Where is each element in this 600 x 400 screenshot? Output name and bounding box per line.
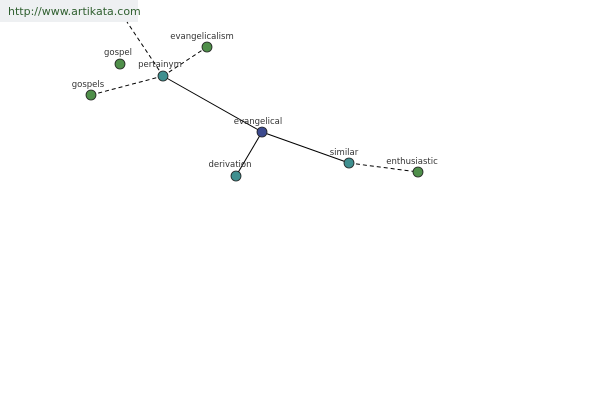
node-label-gospels: gospels <box>72 80 105 90</box>
node-evangelical[interactable]: evangelical <box>234 117 282 138</box>
node-enthusiastic[interactable]: enthusiastic <box>386 157 438 178</box>
edge-similar-enthusiastic <box>348 162 419 173</box>
node-marker-derivation[interactable] <box>230 170 242 182</box>
node-similar[interactable]: similar <box>330 148 359 169</box>
node-gospels[interactable]: gospels <box>72 80 105 101</box>
node-marker-evangelical[interactable] <box>256 126 268 138</box>
edge-pertainym-offscreen <box>126 21 164 77</box>
graph-nodes: evangelical pertainym derivation similar gos… <box>72 32 438 182</box>
node-label-gospel: gospel <box>104 48 132 58</box>
node-gospel[interactable]: gospel <box>104 48 132 70</box>
site-url-link[interactable]: http://www.artikata.com <box>8 5 141 18</box>
node-label-enthusiastic: enthusiastic <box>386 157 438 167</box>
edge-evangelical-derivation <box>235 131 263 177</box>
node-marker-gospel[interactable] <box>114 58 126 70</box>
node-marker-pertainym[interactable] <box>157 70 169 82</box>
edge-evangelical-similar <box>261 131 350 164</box>
node-pertainym[interactable]: pertainym <box>138 60 182 82</box>
node-marker-evangelicalism[interactable] <box>201 41 213 53</box>
node-evangelicalism[interactable]: evangelicalism <box>170 32 234 53</box>
node-label-similar: similar <box>330 148 359 158</box>
edge-pertainym-evangelicalism <box>162 46 208 77</box>
node-label-derivation: derivation <box>208 160 251 170</box>
edge-pertainym-gospels <box>90 75 164 96</box>
node-marker-gospels[interactable] <box>85 89 97 101</box>
node-label-evangelicalism: evangelicalism <box>170 32 234 42</box>
edge-evangelical-pertainym <box>162 75 263 133</box>
node-derivation[interactable]: derivation <box>208 160 252 182</box>
graph-edges <box>90 21 419 177</box>
node-label-pertainym: pertainym <box>138 60 182 70</box>
node-marker-enthusiastic[interactable] <box>412 166 424 178</box>
site-banner: http://www.artikata.com <box>0 0 141 22</box>
node-label-evangelical: evangelical <box>234 117 282 127</box>
node-marker-similar[interactable] <box>343 157 355 169</box>
